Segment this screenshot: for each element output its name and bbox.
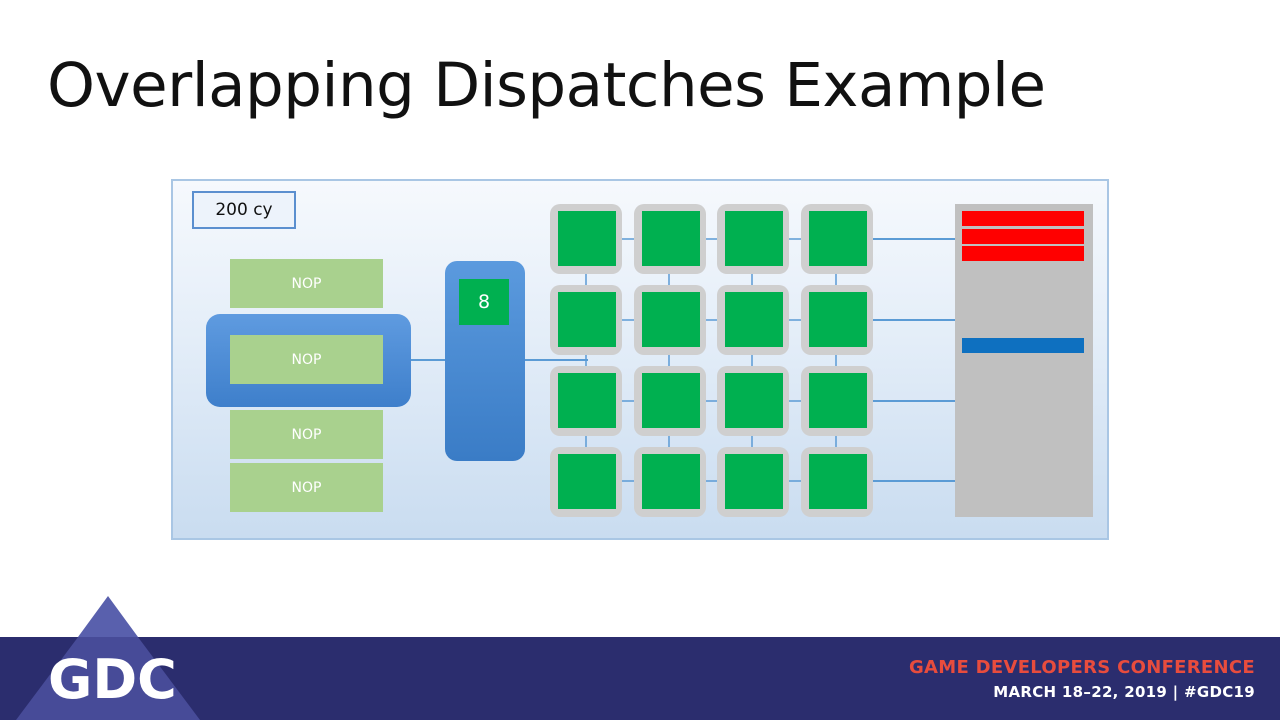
compute-unit-active-core [642, 373, 700, 428]
compute-unit [801, 204, 873, 274]
footer-band [0, 637, 1280, 720]
compute-unit [717, 447, 789, 517]
gdc-triangle-peak [78, 596, 138, 637]
command-nop-3: NOP [230, 410, 383, 459]
compute-unit [801, 447, 873, 517]
gdc-triangle-mark [16, 637, 200, 720]
compute-unit-active-core [725, 454, 783, 509]
compute-unit-active-core [809, 373, 867, 428]
compute-unit-active-core [558, 292, 616, 347]
slide-title: Overlapping Dispatches Example [47, 50, 1046, 121]
compute-unit [634, 285, 706, 355]
compute-unit [634, 366, 706, 436]
compute-unit [717, 204, 789, 274]
compute-unit-active-core [558, 211, 616, 266]
gdc-logo-text: GDC [48, 648, 177, 710]
command-nop-2: NOP [230, 335, 383, 384]
compute-unit-active-core [725, 211, 783, 266]
compute-unit-active-core [725, 373, 783, 428]
gdc-logo: GDC [48, 648, 177, 710]
wave-count-badge: 8 [459, 279, 509, 325]
compute-unit-active-core [558, 373, 616, 428]
cycle-counter: 200 cy [192, 191, 296, 229]
gpu-diagram: 200 cy NOP NOP NOP NOP 8 [171, 179, 1109, 540]
compute-unit-active-core [642, 292, 700, 347]
compute-unit [717, 285, 789, 355]
memory-bar-red-1 [962, 211, 1084, 226]
compute-unit [801, 285, 873, 355]
memory-bar-blue [962, 338, 1084, 353]
conference-dates: MARCH 18–22, 2019 | #GDC19 [993, 683, 1255, 701]
compute-unit-active-core [558, 454, 616, 509]
memory-bar-red-2 [962, 229, 1084, 244]
compute-unit [634, 204, 706, 274]
compute-unit-active-core [642, 454, 700, 509]
compute-unit [550, 366, 622, 436]
compute-unit-active-core [725, 292, 783, 347]
compute-unit [550, 204, 622, 274]
compute-unit-active-core [809, 292, 867, 347]
compute-unit-active-core [809, 454, 867, 509]
compute-unit [801, 366, 873, 436]
compute-unit [550, 447, 622, 517]
memory-panel [955, 204, 1093, 517]
compute-unit [550, 285, 622, 355]
compute-unit-active-core [642, 211, 700, 266]
command-nop-4: NOP [230, 463, 383, 512]
compute-unit [717, 366, 789, 436]
conference-name: GAME DEVELOPERS CONFERENCE [908, 657, 1255, 678]
compute-unit-active-core [809, 211, 867, 266]
memory-bar-red-3 [962, 246, 1084, 261]
command-nop-1: NOP [230, 259, 383, 308]
compute-unit [634, 447, 706, 517]
